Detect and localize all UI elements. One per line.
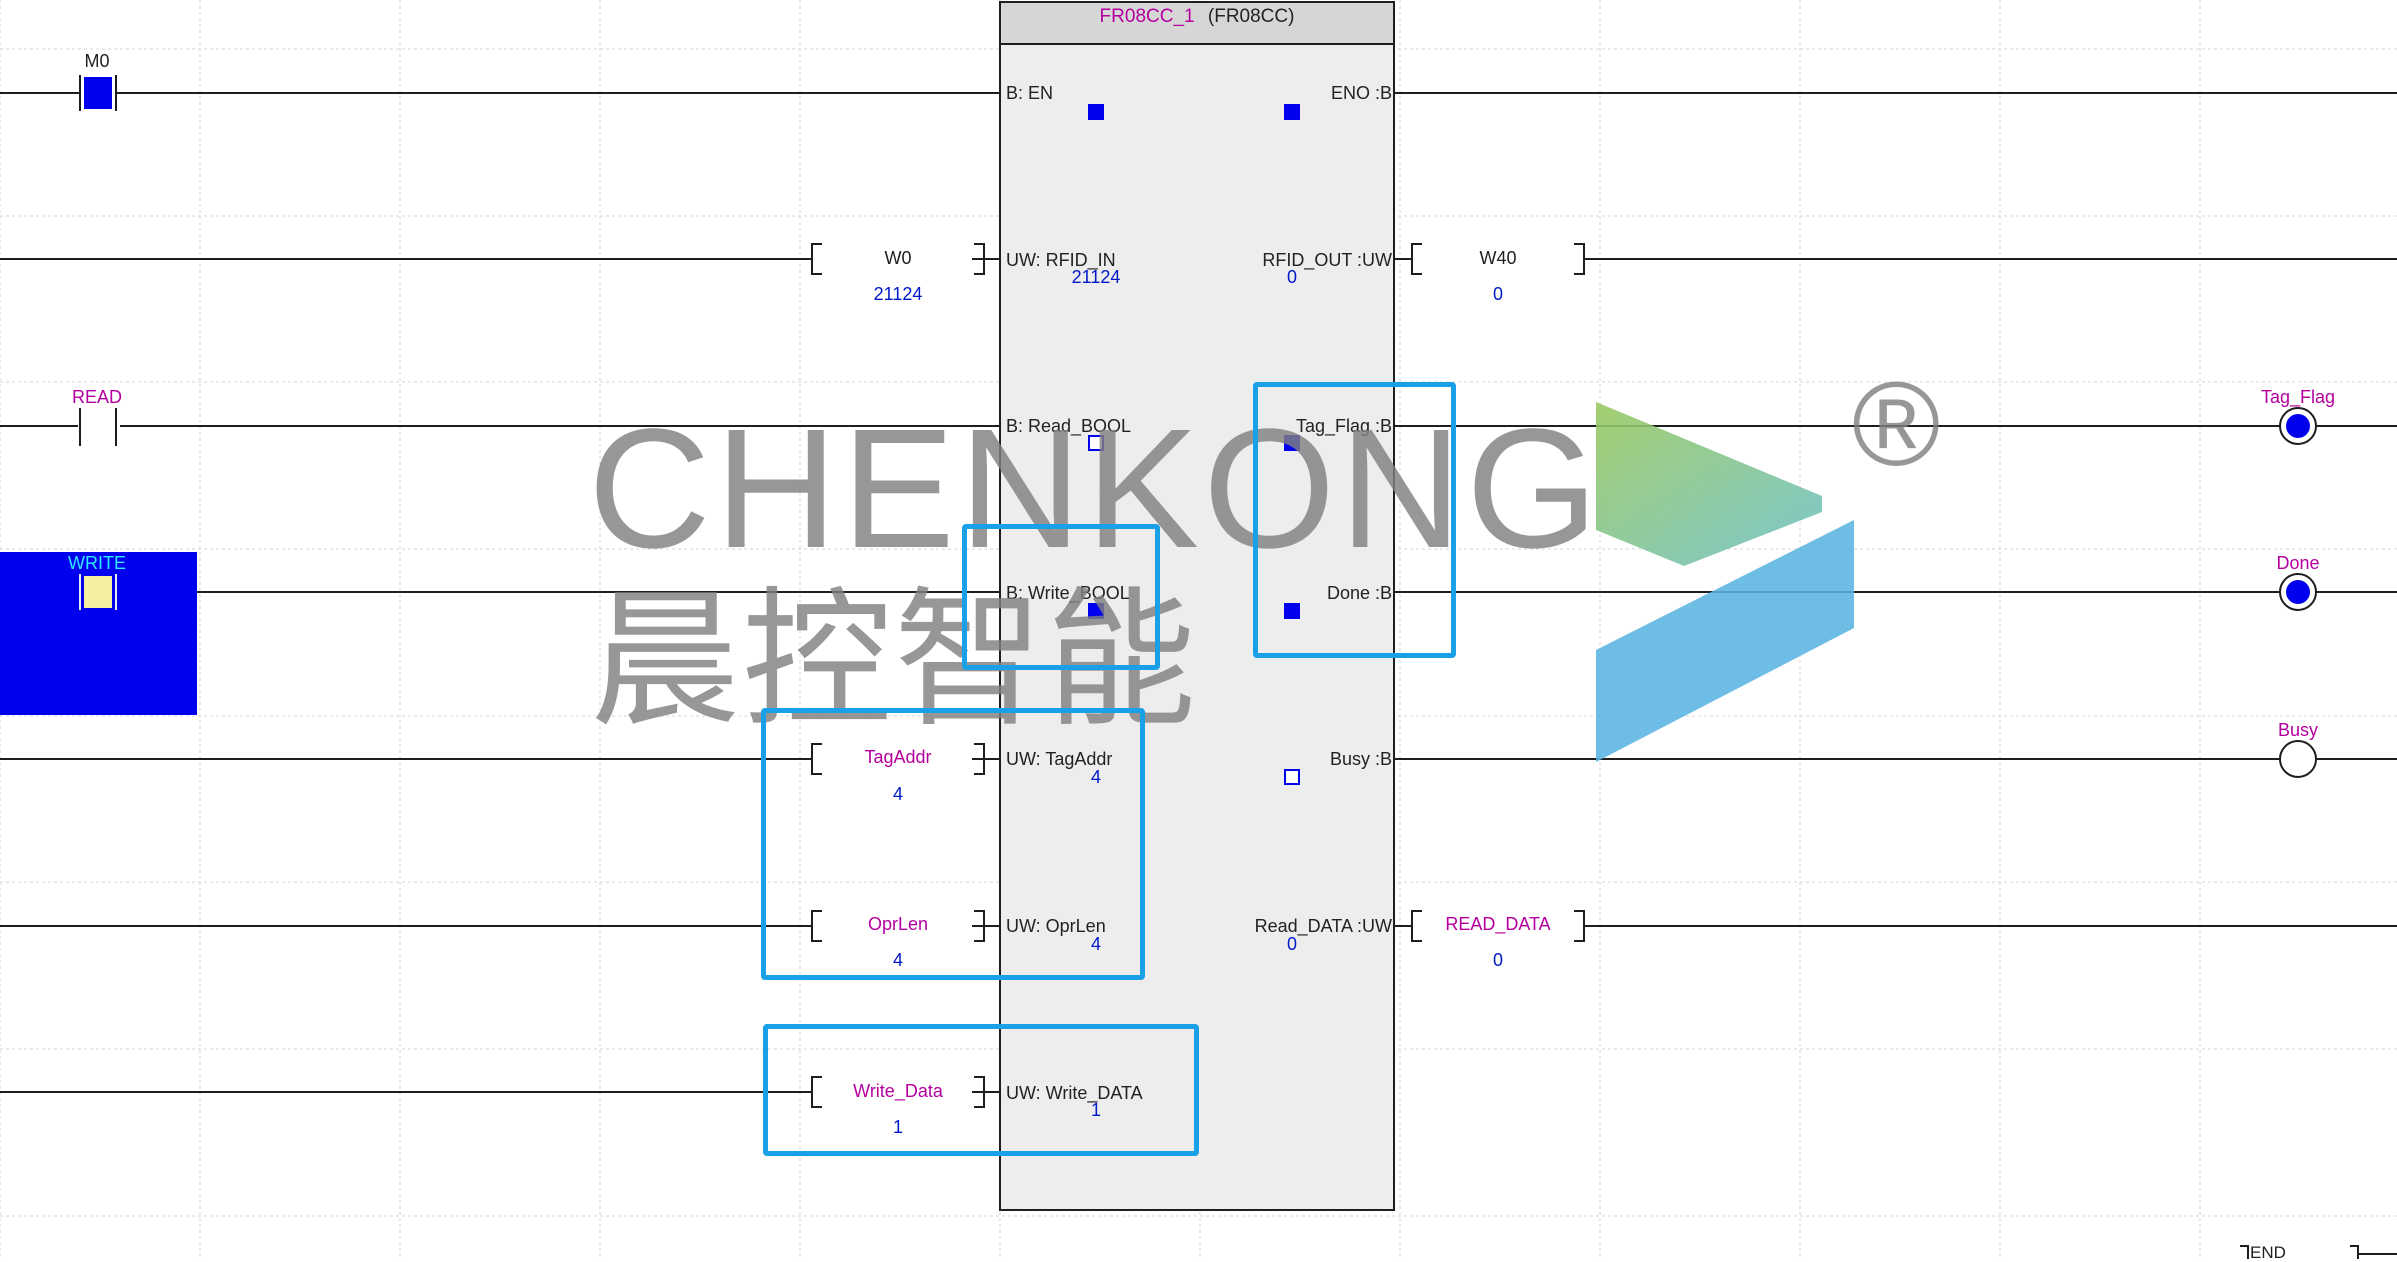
watermark-registered: ® <box>1852 357 1941 491</box>
pin-label-tagaddr: UW: TagAddr <box>1006 749 1113 769</box>
operand-w0[interactable]: W0 <box>884 248 912 268</box>
function-block-instance: FR08CC_1 <box>1099 6 1195 27</box>
end-instruction[interactable] <box>2240 1245 2397 1259</box>
pin-label-done: Done :B <box>1326 583 1392 603</box>
contact-read[interactable] <box>78 408 120 446</box>
pin-label-write-bool: B: Write_BOOL <box>1006 583 1130 603</box>
contact-m0[interactable] <box>79 75 117 111</box>
pin-label-read-data: Read_DATA :UW <box>1254 916 1392 936</box>
function-block-header <box>999 1 1395 45</box>
pin-value-rfid-in: 21124 <box>1071 267 1121 287</box>
pin-label-rfid-out: RFID_OUT :UW <box>1262 250 1392 270</box>
bracket-right <box>1574 243 1585 275</box>
operand-write-data[interactable]: Write_Data <box>853 1081 943 1101</box>
pin-on-marker <box>1284 104 1300 120</box>
pin-on-marker <box>1088 603 1104 619</box>
pin-on-marker <box>1088 104 1104 120</box>
operand-oprlen-value: 4 <box>892 950 904 970</box>
bracket-left <box>1411 910 1422 942</box>
coil-tag-flag[interactable] <box>2279 407 2317 445</box>
operand-tagaddr-value: 4 <box>892 784 904 804</box>
pin-label-oprlen: UW: OprLen <box>1006 916 1106 936</box>
bracket-left <box>811 743 822 775</box>
pin-off-marker <box>1284 769 1300 785</box>
coil-busy[interactable] <box>2279 740 2317 778</box>
bracket-right <box>1574 910 1585 942</box>
function-block-type: (FR08CC) <box>1207 6 1295 27</box>
pin-label-eno: ENO :B <box>1330 83 1392 103</box>
pin-value-read-data: 0 <box>1286 934 1298 954</box>
coil-done[interactable] <box>2279 573 2317 611</box>
pin-label-rfid-in: UW: RFID_IN <box>1006 250 1116 270</box>
function-block-title: FR08CC_1 (FR08CC) <box>1100 7 1295 26</box>
highlight-box-write-data <box>763 1024 1199 1156</box>
pin-value-write-data: 1 <box>1090 1100 1102 1120</box>
bracket-left <box>811 243 822 275</box>
operand-read-data-value: 0 <box>1492 950 1504 970</box>
end-label: END <box>2250 1243 2286 1262</box>
function-block-frame[interactable] <box>999 1 1395 1211</box>
bracket-right <box>974 1076 985 1108</box>
pin-label-tag-flag: Tag_Flag :B <box>1295 416 1392 436</box>
pin-label-busy: Busy :B <box>1329 749 1392 769</box>
bracket-right <box>974 243 985 275</box>
operand-w40-value: 0 <box>1492 284 1504 304</box>
contact-label-write: WRITE <box>68 553 126 573</box>
contact-write[interactable] <box>79 574 117 610</box>
pin-label-en: B: EN <box>1006 83 1054 103</box>
pin-value-tagaddr: 4 <box>1090 767 1102 787</box>
operand-tagaddr[interactable]: TagAddr <box>864 747 932 767</box>
contact-on-indicator <box>84 77 112 109</box>
pin-label-read-bool: B: Read_BOOL <box>1006 416 1132 436</box>
operand-w40[interactable]: W40 <box>1479 248 1517 268</box>
pin-value-oprlen: 4 <box>1090 934 1102 954</box>
operand-oprlen[interactable]: OprLen <box>867 914 929 934</box>
coil-label-tag-flag: Tag_Flag <box>2260 387 2336 407</box>
bracket-left <box>811 910 822 942</box>
bracket-right <box>974 743 985 775</box>
highlight-box-status-outputs <box>1253 382 1456 658</box>
bracket-left <box>811 1076 822 1108</box>
highlight-box-address-length <box>761 708 1145 980</box>
operand-write-data-value: 1 <box>892 1117 904 1137</box>
highlight-box-write-bool <box>962 524 1160 670</box>
coil-label-busy: Busy <box>2277 720 2319 740</box>
operand-w0-value: 21124 <box>873 284 923 304</box>
pin-off-marker <box>1088 435 1104 451</box>
pin-on-marker <box>1284 603 1300 619</box>
pin-value-rfid-out: 0 <box>1286 267 1298 287</box>
contact-label-m0: M0 <box>84 51 110 71</box>
watermark-logo-mark <box>1596 402 1854 762</box>
pin-on-marker <box>1284 435 1300 451</box>
operand-read-data[interactable]: READ_DATA <box>1445 914 1551 934</box>
contact-cursor-indicator <box>84 576 112 608</box>
pin-label-write-data: UW: Write_DATA <box>1006 1083 1143 1103</box>
bracket-left <box>1411 243 1422 275</box>
coil-label-done: Done <box>2276 553 2320 573</box>
contact-label-read: READ <box>71 387 123 407</box>
pin-markers <box>1088 104 1300 785</box>
operand-brackets <box>811 243 1585 1108</box>
bracket-right <box>974 910 985 942</box>
watermark-latin: CHENKONG <box>588 394 1603 584</box>
